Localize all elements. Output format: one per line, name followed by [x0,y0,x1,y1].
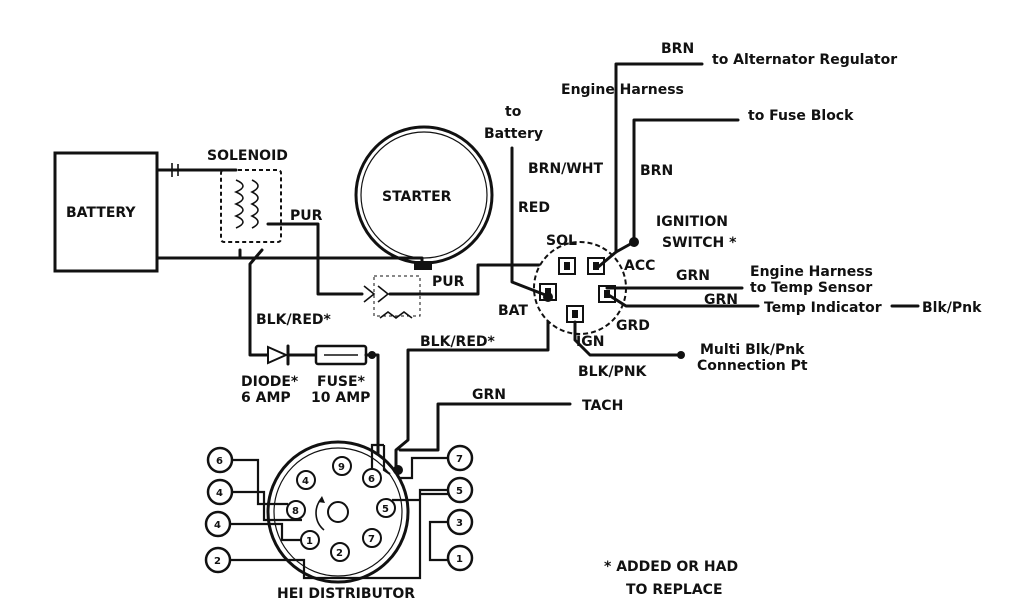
grd-label: GRD [616,318,650,334]
switch-label: SWITCH * [662,235,737,251]
grn-tach-wire [398,402,572,452]
pur-wire-2 [388,263,554,296]
fuse-label-2: 10 AMP [311,390,370,406]
grn-tach-label: GRN [472,387,506,403]
outer-terminals-left [204,446,234,574]
to-fuse-block-label: to Fuse Block [748,108,854,124]
brn-wht-label: BRN/WHT [528,161,603,177]
battery-box [53,151,180,273]
multi-label-1: Multi Blk/Pnk [700,342,805,358]
pur-label-2: PUR [432,274,465,290]
diode-label-1: DIODE* [241,374,299,390]
red-label: RED [518,200,550,216]
battery-label: BATTERY [66,205,136,221]
pin-label: 6 [216,456,223,467]
multi-label-2: Connection Pt [697,358,808,374]
blk-pnk-caps-label: BLK/PNK [578,364,648,380]
footnote-line-1: * ADDED OR HAD [604,559,738,575]
pin-label: 8 [292,506,299,517]
pin-label: 4 [214,520,221,531]
pin-label: 5 [456,486,463,497]
engine-harness-2-label: Engine Harness [750,264,873,280]
blk-red-wire-ign [394,316,550,472]
fuse-label-1: FUSE* [317,374,366,390]
grn-label-1: GRN [676,268,710,284]
footnote-line-2: TO REPLACE [626,582,723,598]
pin-label: 2 [214,556,221,567]
sol-label: SOL [546,233,577,249]
pin-label: 7 [456,454,463,465]
pur-wire-1 [266,222,364,296]
starter-label: STARTER [382,189,452,205]
outer-terminals-right [446,444,474,572]
grn-wire-temp-indicator [605,292,760,308]
pin-label: 6 [368,474,375,485]
distributor-terminals [286,456,403,562]
temp-indicator-label: Temp Indicator [764,300,882,316]
pin-label: 4 [302,476,309,487]
distributor-wires [230,443,448,580]
ignition-label: IGNITION [656,214,728,230]
battery-dest-label: Battery [484,126,543,142]
brn-wire-acc [595,240,636,270]
tach-label: TACH [582,398,623,414]
acc-label: ACC [624,258,655,274]
wire-connector [363,275,421,319]
blk-red-wire-left [248,248,270,357]
pin-label: 9 [338,462,345,473]
blk-red-label-1: BLK/RED* [256,312,332,328]
diode-symbol [267,344,318,366]
grn-label-2: GRN [704,292,738,308]
pin-label: 5 [382,504,389,515]
to-alt-reg-label: to Alternator Regulator [712,52,897,68]
pin-label: 3 [456,518,463,529]
solenoid-label: SOLENOID [207,148,288,164]
brn-mid-label: BRN [640,163,673,179]
blk-red-label-2: BLK/RED* [420,334,496,350]
solenoid-symbol [176,168,282,243]
ignition-switch [533,241,627,335]
diode-label-2: 6 AMP [241,390,291,406]
fuse-symbol [314,344,368,366]
brn-wire-alternator [614,62,704,254]
hei-distributor-label: HEI DISTRIBUTOR [277,586,415,600]
pin-label: 7 [368,534,375,545]
pur-label-1: PUR [290,208,323,224]
blk-pnk-label: Blk/Pnk [922,300,982,316]
ign-label: IGN [576,334,604,350]
to-temp-sensor-label: to Temp Sensor [750,280,872,296]
blk-pnk-wire [573,320,682,357]
to-label: to [505,104,522,120]
pin-label: 4 [216,488,223,499]
pin-label: 1 [306,536,313,547]
pin-label: 1 [456,554,463,565]
engine-harness-label: Engine Harness [561,82,684,98]
pin-label: 2 [336,548,343,559]
bat-label: BAT [498,303,528,319]
red-battery-wire [510,146,550,298]
battery-to-starter-cable [155,248,424,270]
brn-wire-fuse-block [632,118,740,244]
brn-top-label: BRN [661,41,694,57]
